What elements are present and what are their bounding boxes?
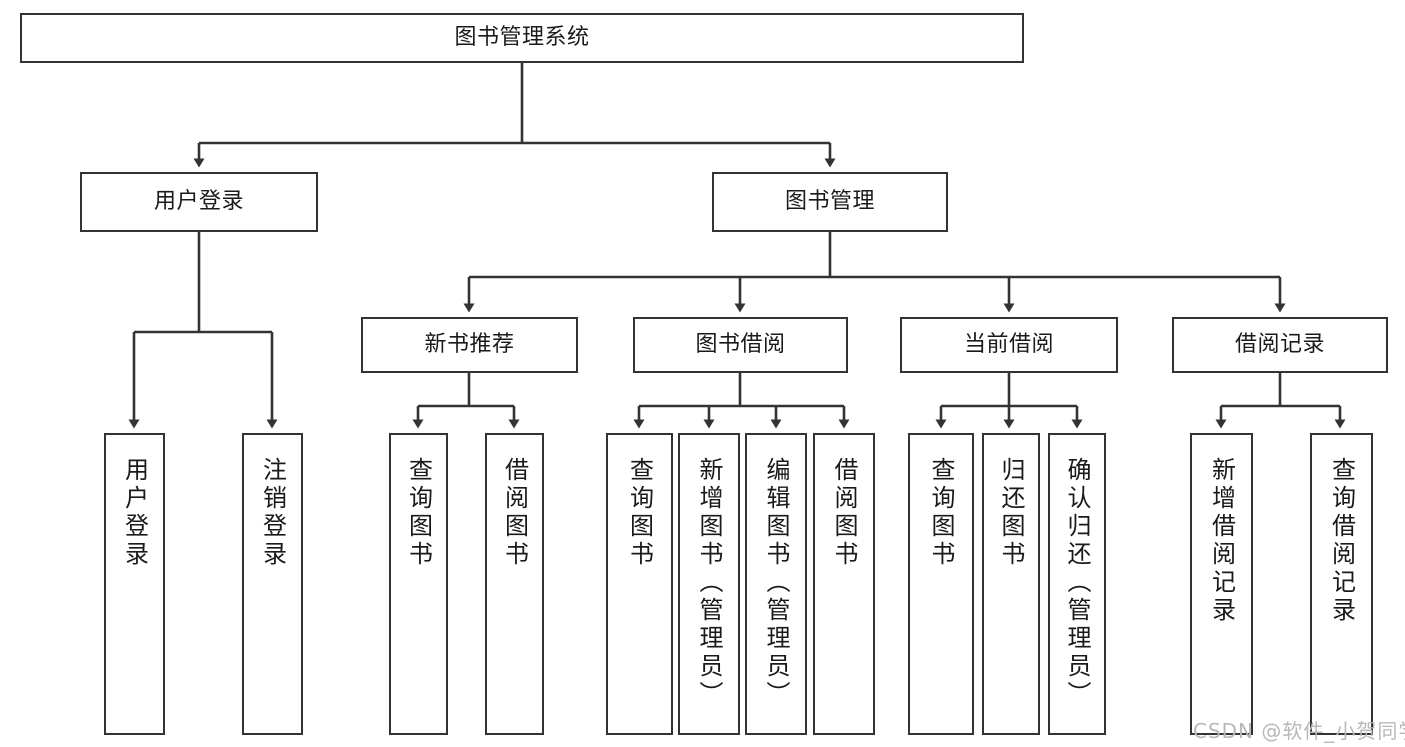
node-label: 确认归还（管理员） xyxy=(1063,457,1091,709)
node-label: 新增借阅记录 xyxy=(1207,457,1236,625)
node-label: 借阅记录 xyxy=(1234,332,1325,358)
node-label: 图书管理 xyxy=(784,189,875,215)
leaf-borrow-record-query-record[interactable]: 查询借阅记录 xyxy=(1310,433,1373,735)
node-label: 查询图书 xyxy=(404,457,433,569)
node-label: 编辑图书（管理员） xyxy=(762,457,790,709)
node-label: 用户登录 xyxy=(120,457,149,569)
leaf-borrow-record-add-record[interactable]: 新增借阅记录 xyxy=(1190,433,1253,735)
node-root-book-management-system[interactable]: 图书管理系统 xyxy=(20,13,1024,63)
node-book-borrow[interactable]: 图书借阅 xyxy=(633,317,848,373)
node-label: 图书借阅 xyxy=(695,332,786,358)
node-label: 借阅图书 xyxy=(830,457,858,569)
leaf-book-borrow-add-book-admin[interactable]: 新增图书（管理员） xyxy=(678,433,740,735)
leaf-current-borrow-query-book[interactable]: 查询图书 xyxy=(908,433,974,735)
leaf-book-borrow-query-book[interactable]: 查询图书 xyxy=(606,433,673,735)
node-label: 查询借阅记录 xyxy=(1327,457,1356,625)
node-user-login[interactable]: 用户登录 xyxy=(80,172,318,232)
node-label: 新增图书（管理员） xyxy=(695,457,723,709)
leaf-new-book-borrow-book[interactable]: 借阅图书 xyxy=(485,433,544,735)
leaf-user-login-login[interactable]: 用户登录 xyxy=(104,433,165,735)
leaf-current-borrow-confirm-return-admin[interactable]: 确认归还（管理员） xyxy=(1048,433,1106,735)
node-label: 新书推荐 xyxy=(424,332,515,358)
csdn-watermark: CSDN @软件_小贺同学 xyxy=(1193,719,1405,743)
node-new-book-recommend[interactable]: 新书推荐 xyxy=(361,317,578,373)
node-current-borrow[interactable]: 当前借阅 xyxy=(900,317,1118,373)
leaf-book-borrow-edit-book-admin[interactable]: 编辑图书（管理员） xyxy=(745,433,807,735)
leaf-current-borrow-return-book[interactable]: 归还图书 xyxy=(982,433,1040,735)
node-label: 查询图书 xyxy=(625,457,654,569)
node-label: 借阅图书 xyxy=(500,457,529,569)
node-label: 注销登录 xyxy=(258,457,287,569)
node-label: 当前借阅 xyxy=(963,332,1054,358)
node-label: 查询图书 xyxy=(927,457,955,569)
leaf-new-book-query-book[interactable]: 查询图书 xyxy=(389,433,448,735)
leaf-book-borrow-borrow-book[interactable]: 借阅图书 xyxy=(813,433,875,735)
node-label: 用户登录 xyxy=(153,189,244,215)
node-borrow-record[interactable]: 借阅记录 xyxy=(1172,317,1388,373)
node-label: 归还图书 xyxy=(997,457,1025,569)
node-label: 图书管理系统 xyxy=(454,25,590,51)
leaf-user-login-logout[interactable]: 注销登录 xyxy=(242,433,303,735)
node-book-management[interactable]: 图书管理 xyxy=(712,172,948,232)
